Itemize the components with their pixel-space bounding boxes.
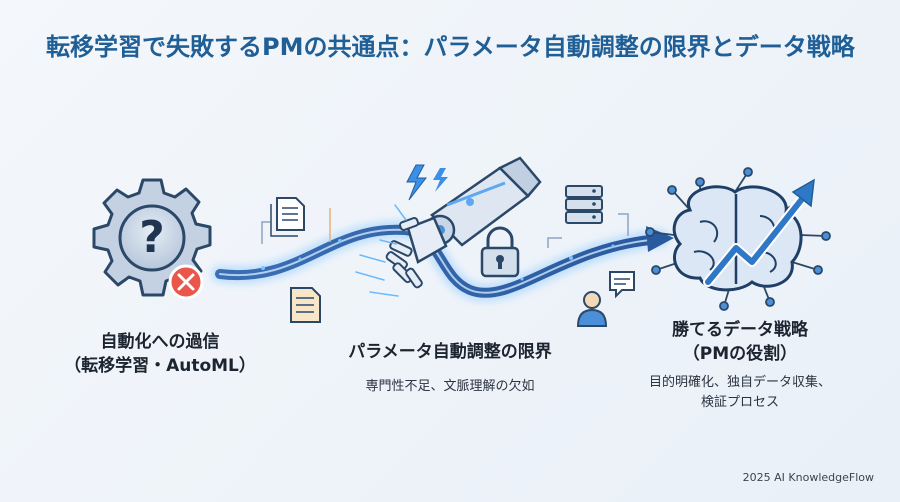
tech-streaks bbox=[355, 204, 407, 297]
stage-left-line1: 自動化への過信 bbox=[100, 332, 220, 352]
stage-middle-title: パラメータ自動調整の限界 bbox=[348, 342, 552, 362]
lock-icon bbox=[480, 226, 520, 278]
robot-arm-icon bbox=[385, 156, 542, 289]
connector-line bbox=[261, 221, 270, 244]
page-title: 転移学習で失敗するPMの共通点：パラメータ自動調整の限界とデータ戦略 bbox=[46, 33, 855, 61]
svg-text:?: ? bbox=[139, 212, 165, 263]
stage-right-sub1: 目的明確化、独自データ収集、 bbox=[648, 375, 831, 390]
stage-right-sub2: 検証プロセス bbox=[700, 395, 779, 410]
trend-arrow-icon bbox=[703, 178, 815, 287]
lightning-icon bbox=[406, 164, 448, 201]
connector-line bbox=[547, 237, 562, 248]
stage-right-label: 勝てるデータ戦略 （PMの役割） bbox=[620, 318, 860, 366]
stage-right-line2: （PMの役割） bbox=[682, 344, 798, 364]
footer-credit: 2025 AI KnowledgeFlow bbox=[742, 471, 874, 484]
stage-left-line2: （転移学習・AutoML） bbox=[64, 356, 256, 376]
error-x-icon bbox=[168, 264, 204, 300]
stage-right-line1: 勝てるデータ戦略 bbox=[672, 320, 808, 340]
document-icon bbox=[270, 197, 305, 237]
gear-question-icon: ? bbox=[92, 178, 212, 297]
server-stack-icon bbox=[565, 185, 603, 224]
sparkles bbox=[261, 239, 615, 281]
flow-highlight bbox=[219, 228, 651, 294]
person-icon bbox=[576, 291, 608, 327]
stage-left-label: 自動化への過信 （転移学習・AutoML） bbox=[45, 330, 275, 378]
stage-middle-subtitle: 専門性不足、文脈理解の欠如 bbox=[365, 379, 535, 394]
chat-bubble-icon bbox=[609, 271, 635, 299]
connector-line bbox=[618, 213, 629, 236]
stage-right-subtitle: 目的明確化、独自データ収集、 検証プロセス bbox=[620, 373, 860, 413]
document-icon-2 bbox=[290, 287, 321, 323]
brain-network-icon bbox=[645, 167, 831, 311]
